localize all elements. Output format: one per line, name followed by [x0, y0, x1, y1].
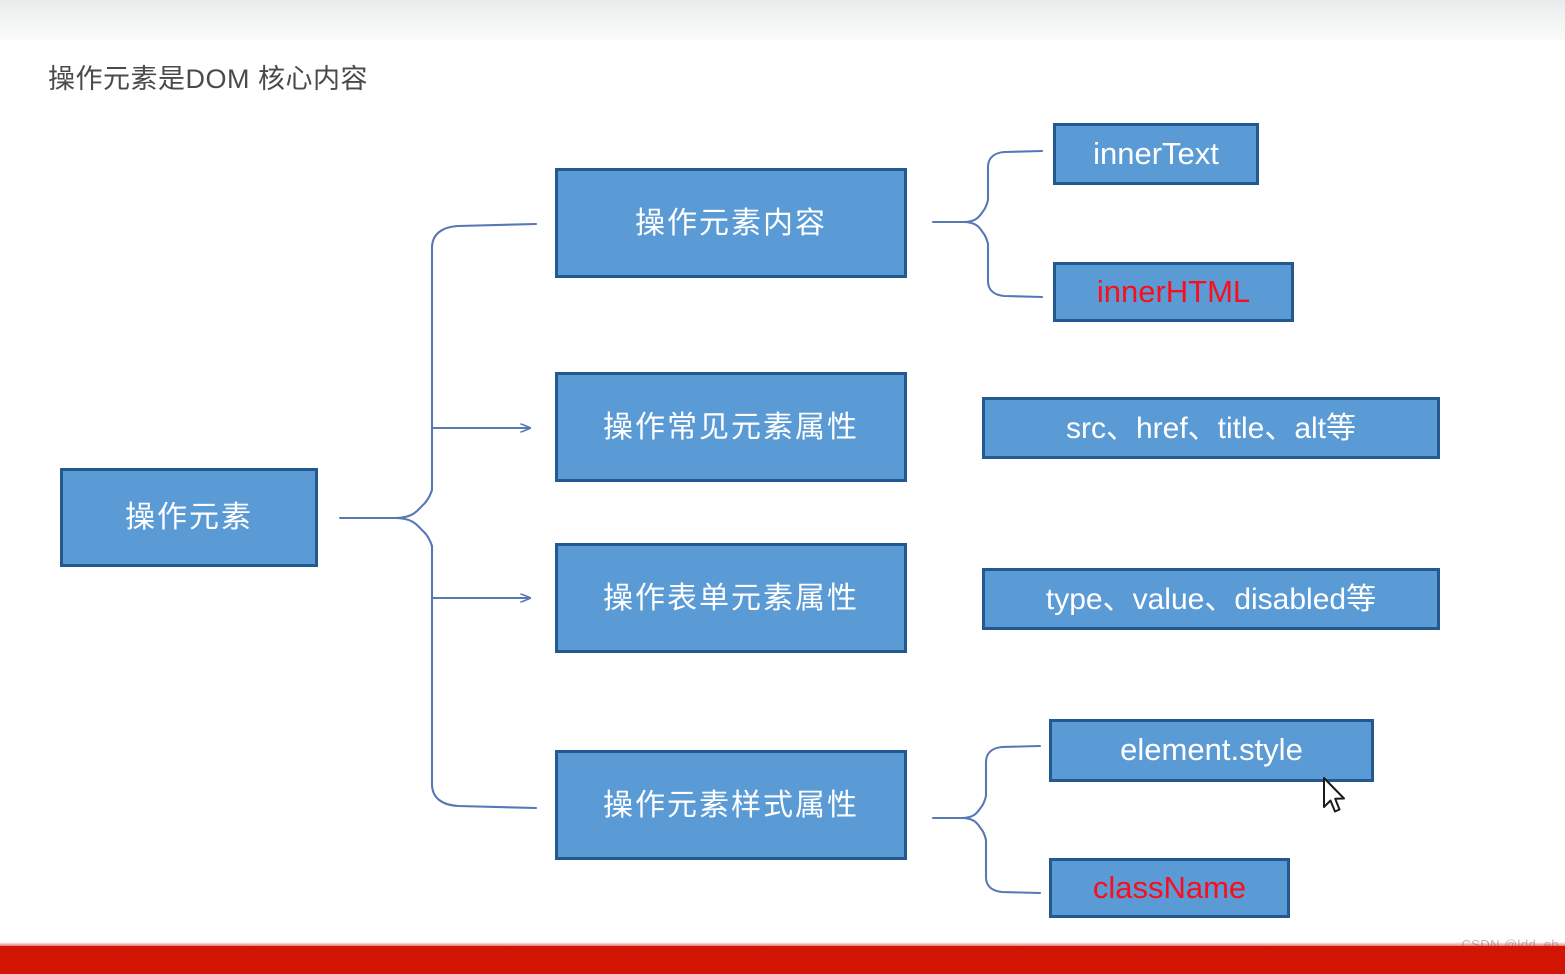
node-leaf-element-style[interactable]: element.style [1049, 719, 1374, 782]
node-branch-common-attributes[interactable]: 操作常见元素属性 [555, 372, 907, 482]
node-label: type、value、disabled等 [1045, 582, 1377, 616]
slide-top-gradient [0, 0, 1565, 46]
node-label: innerText [1093, 135, 1219, 171]
node-leaf-classname[interactable]: className [1049, 858, 1290, 918]
mouse-cursor-icon [1323, 777, 1345, 813]
node-label: className [1092, 869, 1247, 905]
node-label: 操作元素 [125, 501, 253, 534]
node-leaf-common-attribute-list[interactable]: src、href、title、alt等 [982, 397, 1440, 459]
node-branch-style-attributes[interactable]: 操作元素样式属性 [555, 750, 907, 860]
node-label: element.style [1120, 732, 1303, 768]
node-root-operate-element[interactable]: 操作元素 [60, 468, 318, 567]
slide-title: 操作元素是DOM 核心内容 [48, 64, 368, 94]
bottom-bar-fade [0, 942, 1565, 946]
node-leaf-innertext[interactable]: innerText [1053, 123, 1259, 185]
node-leaf-form-attribute-list[interactable]: type、value、disabled等 [982, 568, 1440, 630]
bottom-red-bar [0, 946, 1565, 974]
node-label: 操作元素样式属性 [603, 788, 859, 822]
node-label: 操作常见元素属性 [603, 410, 859, 444]
node-label: 操作元素内容 [635, 206, 827, 240]
node-label: 操作表单元素属性 [603, 581, 859, 615]
node-leaf-innerhtml[interactable]: innerHTML [1053, 262, 1294, 322]
node-label: innerHTML [1096, 273, 1251, 309]
node-label: src、href、title、alt等 [1065, 411, 1357, 445]
node-branch-form-attributes[interactable]: 操作表单元素属性 [555, 543, 907, 653]
node-branch-element-content[interactable]: 操作元素内容 [555, 168, 907, 278]
